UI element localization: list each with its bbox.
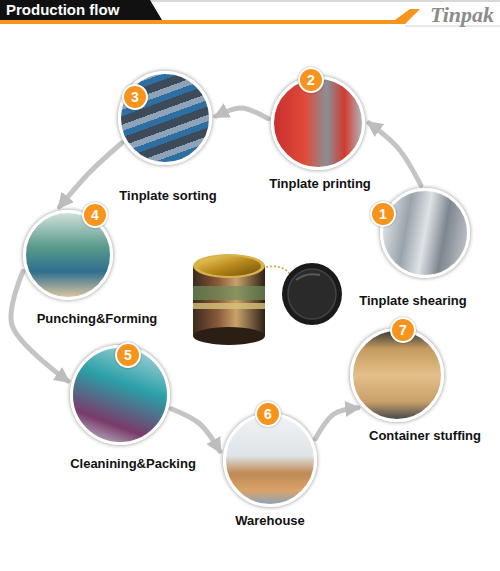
tin-can-illustration <box>193 254 342 345</box>
step-label: Container stuffing <box>369 428 481 444</box>
flow-arrow <box>59 143 121 207</box>
process-photo: 5Cleanining&Packing <box>70 345 170 445</box>
can-bottom <box>193 327 265 345</box>
page-title: Production flow <box>6 1 119 19</box>
process-photo: 7Container stuffing <box>350 328 444 422</box>
step-number: 4 <box>82 202 108 228</box>
step-label: Tinplate shearing <box>359 293 466 309</box>
process-photo: 2Tinplate printing <box>271 76 365 170</box>
can-lid <box>282 263 342 325</box>
step-number: 5 <box>115 342 141 368</box>
can-lid-inner <box>288 269 336 319</box>
step-number: 7 <box>390 317 416 343</box>
process-photo: 4Punching&Forming <box>23 210 113 300</box>
flow-arrow <box>315 408 358 439</box>
flow-arrow <box>171 409 220 451</box>
brand-logo: Tinpak <box>430 3 494 27</box>
process-photo: 1Tinplate shearing <box>380 188 470 278</box>
can-opening <box>197 256 261 276</box>
step-label: Tinplate sorting <box>119 188 216 204</box>
flow-arrow <box>216 108 268 119</box>
step-number: 3 <box>122 84 148 110</box>
title-tab <box>0 0 162 20</box>
process-photo: 3Tinplate sorting <box>118 71 212 165</box>
step-label: Warehouse <box>235 513 305 529</box>
step-label: Tinplate printing <box>269 176 371 192</box>
step-label: Punching&Forming <box>37 311 158 327</box>
step-number: 6 <box>255 401 281 427</box>
step-number: 2 <box>298 67 324 93</box>
step-label: Cleanining&Packing <box>70 456 196 472</box>
process-photo: 6Warehouse <box>223 413 317 507</box>
can-print-band <box>193 286 265 300</box>
step-number: 1 <box>370 201 396 227</box>
lid-highlight <box>296 274 320 280</box>
can-print-band <box>193 303 265 309</box>
can-rim <box>193 254 265 278</box>
flow-arrow <box>369 123 421 185</box>
